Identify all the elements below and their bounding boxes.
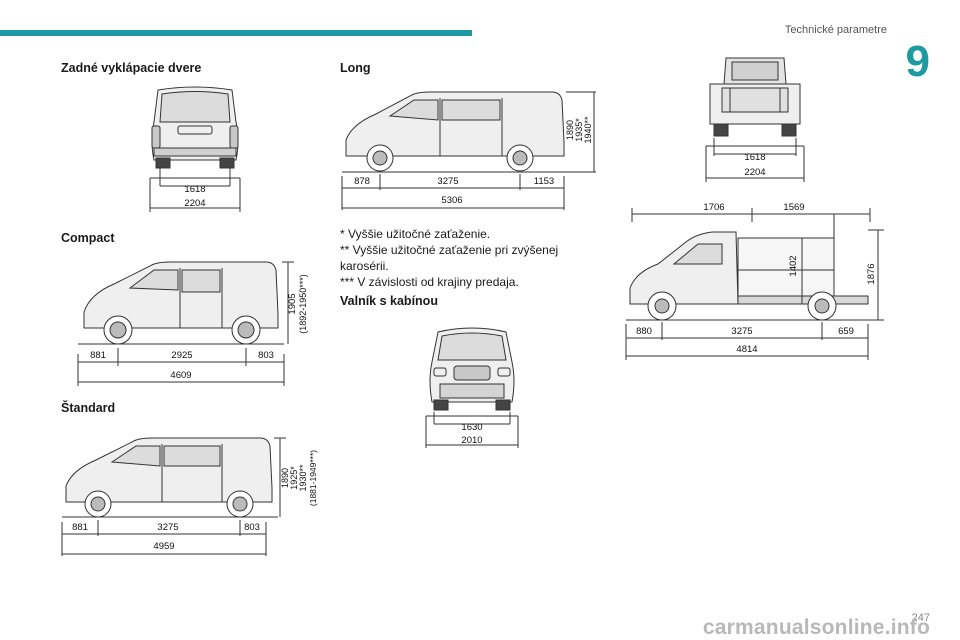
standard-height-3: 1930** (298, 464, 308, 492)
standard-height-2: 1925* (289, 466, 299, 490)
flatbed-rear-diagram: 1618 2204 (705, 57, 805, 182)
rear-doors-diagram: 1618 2204 (149, 86, 241, 212)
compact-wheelbase: 2925 (171, 350, 192, 361)
rear-doors-inner-width: 1618 (184, 184, 205, 195)
section-title-rear-doors: Zadné vyklápacie dvere (61, 61, 202, 75)
long-front-overhang: 878 (354, 176, 370, 187)
compact-diagram: 881 2925 803 4609 1905 (1892-1950***) (77, 261, 308, 386)
standard-diagram: 881 3275 803 4959 1890 1925* 1930** (188… (61, 437, 318, 556)
header-accent-bar (0, 30, 472, 36)
flatbed-rear-overhang: 659 (838, 326, 854, 337)
standard-height-1: 1890 (280, 468, 290, 488)
header-title: Technické parametre (784, 24, 887, 36)
note-2-continued: karosérii. (340, 259, 389, 273)
standard-front-overhang: 881 (72, 522, 88, 533)
flatbed-total-length: 4814 (736, 344, 757, 355)
flatbed-bed-height: 1402 (788, 255, 799, 276)
long-wheelbase: 3275 (437, 176, 458, 187)
long-rear-overhang: 1153 (534, 176, 554, 187)
section-title-standard: Štandard (61, 401, 116, 415)
flatbed-wheelbase: 3275 (731, 326, 752, 337)
standard-wheelbase: 3275 (157, 522, 178, 533)
page-number: 247 (911, 612, 930, 624)
long-height-3: 1940** (583, 116, 593, 144)
flatbed-front-overhang: 880 (636, 326, 652, 337)
note-2: ** Vyššie užitočné zaťaženie pri zvýšene… (340, 243, 559, 257)
long-total-length: 5306 (441, 195, 462, 206)
standard-height-range: (1881-1949***) (308, 450, 318, 506)
flatbed-cab-length: 1706 (703, 202, 724, 213)
compact-height: 1905 (287, 293, 298, 314)
flatbed-bed-length: 1569 (783, 202, 804, 213)
section-title-long: Long (340, 61, 371, 75)
compact-front-overhang: 881 (90, 350, 106, 361)
standard-total-length: 4959 (153, 541, 174, 552)
long-height-2: 1935* (574, 118, 584, 142)
watermark: carmanualsonline.info (702, 616, 930, 639)
chapter-number: 9 (905, 37, 930, 86)
note-3: *** V závislosti od krajiny predaja. (340, 275, 519, 289)
compact-height-range: (1892-1950***) (298, 274, 308, 334)
compact-rear-overhang: 803 (258, 350, 274, 361)
standard-rear-overhang: 803 (244, 522, 260, 533)
flatbed-front-diagram: 1630 2010 (425, 327, 519, 448)
flatbed-side-diagram: 1706 1569 1402 1876 880 3275 659 4814 (625, 202, 884, 360)
long-diagram: 878 3275 1153 5306 1890 1935* 1940** (341, 91, 596, 210)
flatbed-front-inner-width: 1630 (461, 422, 482, 433)
long-height-1: 1890 (565, 120, 575, 140)
rear-doors-outer-width: 2204 (184, 198, 205, 209)
flatbed-total-height: 1876 (866, 263, 877, 284)
flatbed-front-outer-width: 2010 (461, 435, 482, 446)
note-1: * Vyššie užitočné zaťaženie. (340, 227, 491, 241)
compact-total-length: 4609 (170, 370, 191, 381)
flatbed-rear-outer-width: 2204 (744, 167, 765, 178)
section-title-compact: Compact (61, 231, 115, 245)
flatbed-rear-inner-width: 1618 (744, 152, 765, 163)
section-title-flatbed: Valník s kabínou (340, 294, 438, 308)
